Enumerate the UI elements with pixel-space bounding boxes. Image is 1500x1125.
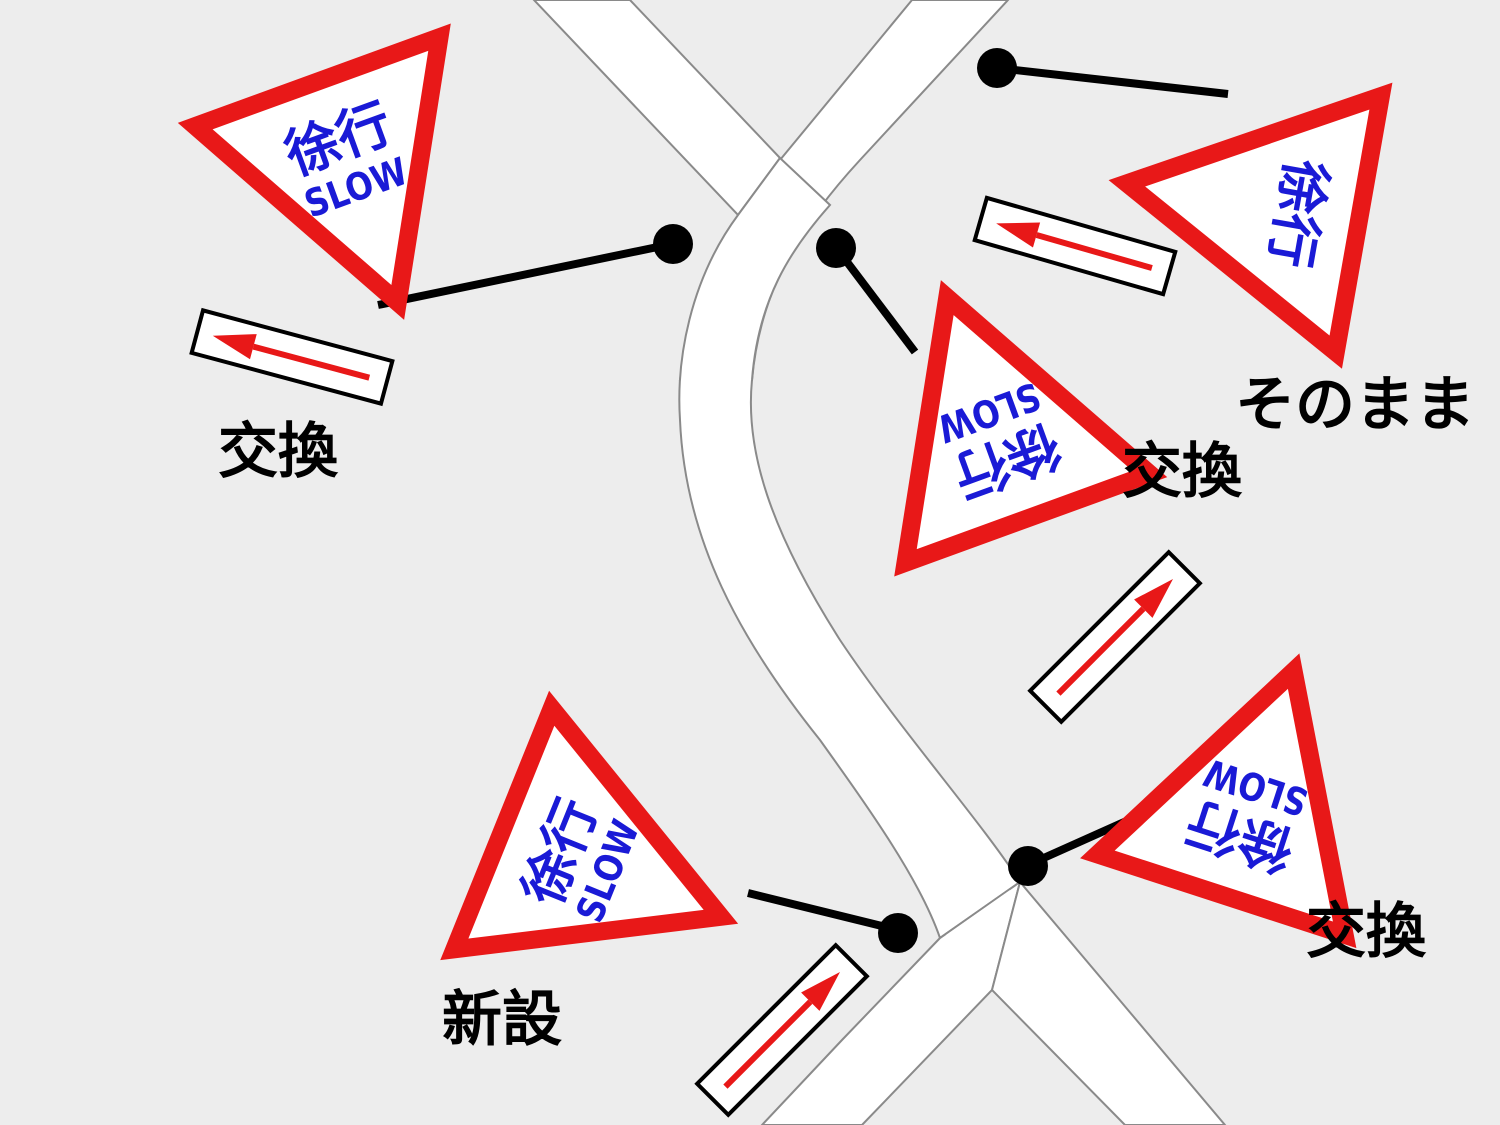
sign-group-bottom-right: 徐行 SLOW 交換	[1008, 549, 1427, 967]
plate-arrow-head	[212, 334, 257, 360]
plate-arrow-shaft	[1056, 606, 1146, 696]
sign-group-bottom-center: 徐行 SLOW 新設	[440, 690, 918, 1118]
sign-group-middle-right: 徐行 SLOW 交換	[816, 195, 1243, 577]
pole-pin-icon	[653, 224, 693, 264]
plate-arrow-shaft	[1035, 232, 1153, 271]
label-top-left: 交換	[218, 417, 339, 487]
slow-triangle-sign-icon	[894, 280, 1168, 577]
pole-top-right	[996, 64, 1229, 98]
plate-arrow-head	[801, 972, 840, 1011]
label-bottom-right: 交換	[1306, 897, 1427, 967]
plate-arrow-head	[1134, 579, 1173, 618]
road-branch-lower-right	[990, 879, 1227, 1125]
sign-group-top-left: 徐行 SLOW 交換	[177, 23, 693, 487]
pole-pin-icon	[878, 913, 918, 953]
pole-bottom-center	[747, 889, 899, 934]
plate-arrow-head	[996, 222, 1041, 248]
roads	[532, 0, 1227, 1125]
pole-pin-icon	[1008, 846, 1048, 886]
pole-pin-icon	[977, 48, 1017, 88]
label-middle-right: 交換	[1122, 437, 1243, 507]
pole-top-left	[377, 240, 673, 309]
pole-pin-icon	[816, 228, 856, 268]
sign-group-top-right: 徐行 そのまま	[977, 48, 1475, 440]
plate-arrow-shaft	[252, 343, 371, 381]
label-bottom-center: 新設	[442, 985, 562, 1055]
slow-triangle-sign-icon	[1080, 653, 1357, 949]
slow-triangle-sign-icon	[1108, 82, 1393, 369]
slow-triangle-sign-icon	[440, 690, 739, 961]
label-top-right: そのまま	[1235, 370, 1475, 440]
slow-triangle-sign-icon	[177, 23, 451, 320]
pole-middle-right	[834, 247, 919, 355]
plate-arrow-shaft	[723, 999, 813, 1089]
